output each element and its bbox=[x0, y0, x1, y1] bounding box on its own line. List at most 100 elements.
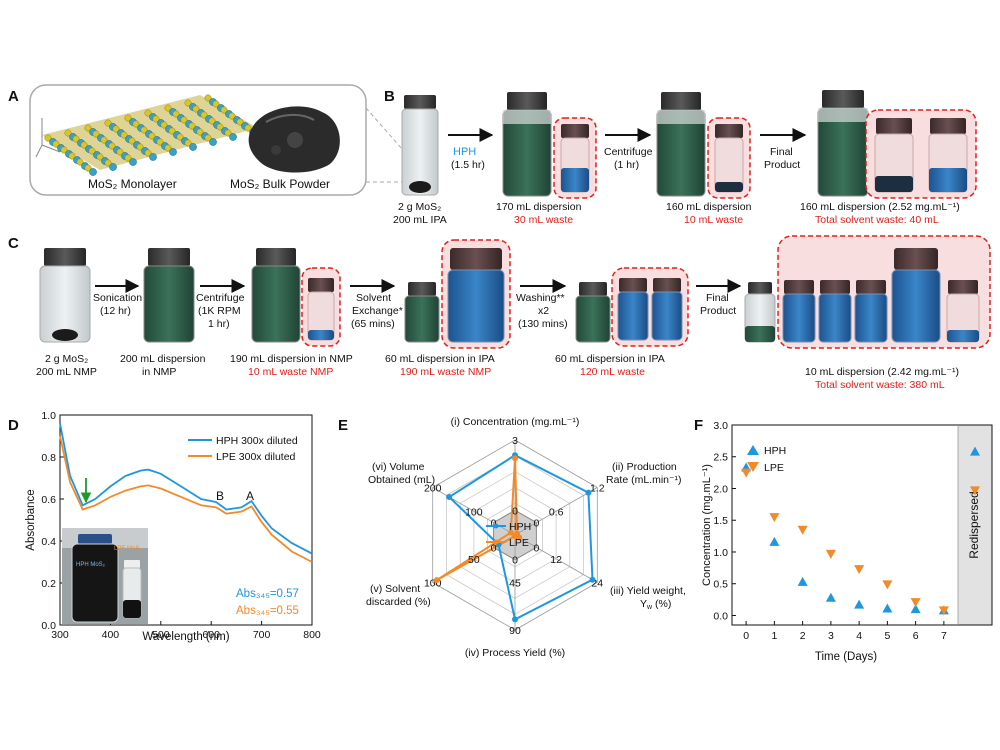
b-final-waste: Total solvent waste: 40 mL bbox=[815, 214, 939, 226]
sulfur-atom bbox=[168, 127, 176, 135]
waste-vial-b2 bbox=[714, 124, 744, 193]
c-w4: 120 mL waste bbox=[580, 366, 645, 378]
lpe-data-point bbox=[825, 549, 836, 559]
b-step3-line1: Final bbox=[770, 146, 793, 158]
stability-legend-hph-label: HPH bbox=[764, 445, 786, 457]
waste-vial-c6 bbox=[818, 280, 852, 343]
sulfur-atom bbox=[204, 134, 212, 142]
molybdenum-atom bbox=[169, 148, 177, 156]
b-step3-line2: Product bbox=[764, 159, 800, 171]
y-tick-label: 3.0 bbox=[713, 420, 728, 432]
waste-vial-c4 bbox=[651, 278, 683, 341]
molybdenum-atom bbox=[209, 138, 217, 146]
sulfur-atom bbox=[132, 120, 140, 128]
hph-data-point bbox=[910, 604, 921, 614]
waste-vial-c3 bbox=[617, 278, 649, 341]
redispersed-label: Redispersed bbox=[967, 491, 981, 558]
sulfur-atom bbox=[76, 158, 84, 166]
radar-tick-label: 24 bbox=[591, 578, 603, 590]
mos2-monolayer-image bbox=[35, 94, 258, 176]
sulfur-atom bbox=[160, 121, 168, 129]
bulk-powder-label: MoS₂ Bulk Powder bbox=[230, 177, 330, 191]
waste-vial-c8 bbox=[891, 248, 941, 343]
c-s4-line2: x2 bbox=[538, 305, 549, 317]
radar-axis-5-label-line2: discarded (%) bbox=[366, 596, 431, 608]
c-r2: 190 mL dispersion in NMP bbox=[230, 353, 353, 365]
sulfur-atom bbox=[216, 123, 224, 131]
sulfur-atom bbox=[184, 139, 192, 147]
lpe-radar-point bbox=[433, 577, 440, 584]
vial-c-step1 bbox=[143, 248, 195, 343]
legend-lpe-triangle bbox=[747, 462, 759, 472]
hph-absorbance-line bbox=[59, 423, 313, 555]
lpe-data-point bbox=[769, 513, 780, 523]
lpe-data-point bbox=[882, 580, 893, 590]
y-tick-label: 1.0 bbox=[41, 410, 56, 422]
y-tick-label: 2.0 bbox=[713, 483, 728, 495]
hph-data-point bbox=[797, 576, 808, 586]
radar-spoke bbox=[514, 487, 598, 536]
sulfur-atom bbox=[124, 114, 132, 122]
lpe-data-point bbox=[797, 525, 808, 535]
lpe-radar-point bbox=[507, 529, 514, 536]
legend-lpe-label: LPE 300x diluted bbox=[216, 451, 296, 463]
lpe-data-point bbox=[910, 598, 921, 608]
y-tick-label: 1.0 bbox=[713, 547, 728, 559]
radar-legend-lpe-label: LPE bbox=[509, 537, 529, 549]
peak-label-a: A bbox=[246, 489, 254, 503]
b-start-line2: 200 mL IPA bbox=[393, 214, 447, 226]
absorbance-x-label: Wavelength (nm) bbox=[142, 631, 229, 643]
sulfur-atom bbox=[72, 135, 80, 143]
c-s3-line1: Solvent bbox=[356, 292, 391, 304]
sulfur-atom bbox=[64, 129, 72, 137]
sulfur-atom bbox=[188, 122, 196, 130]
c-s2-line3: 1 hr) bbox=[208, 318, 230, 330]
sulfur-atom bbox=[164, 144, 172, 152]
photo-label-hph: HPH MoS₂ bbox=[76, 562, 106, 568]
c-s5-line2: Product bbox=[700, 305, 736, 317]
molybdenum-atom bbox=[89, 168, 97, 176]
waste-vial-b1 bbox=[560, 124, 590, 193]
hph-radar-point bbox=[512, 616, 518, 623]
stability-y-label: Concentration (mg.mL⁻¹) bbox=[701, 464, 713, 586]
x-tick-label: 1 bbox=[771, 630, 777, 642]
b-step2-result: 160 mL dispersion bbox=[666, 201, 752, 213]
hph-data-point bbox=[825, 592, 836, 602]
b-step2-name: Centrifuge bbox=[604, 146, 653, 158]
waste-vial-c1 bbox=[307, 278, 335, 341]
stability-legend-lpe-label: LPE bbox=[764, 462, 784, 474]
sulfur-atom bbox=[88, 147, 96, 155]
radar-tick-label: 12 bbox=[550, 554, 562, 566]
c-w2: 10 mL waste NMP bbox=[248, 366, 333, 378]
panel-label-b: B bbox=[384, 88, 395, 105]
sulfur-atom bbox=[184, 99, 192, 107]
radar-tick-label: 0 bbox=[533, 518, 539, 530]
radar-tick-label: 50 bbox=[468, 554, 480, 566]
abs-hph-value: Abs₃₄₅=0.57 bbox=[236, 588, 299, 600]
lpe-data-point bbox=[741, 468, 752, 478]
sulfur-atom bbox=[60, 146, 68, 154]
c-s2-line1: Centrifuge bbox=[196, 292, 245, 304]
sulfur-atom bbox=[200, 111, 208, 119]
vial-b-step1 bbox=[502, 92, 552, 197]
sulfur-atom bbox=[112, 125, 120, 133]
waste-vial-c7 bbox=[854, 280, 888, 343]
sulfur-atom bbox=[80, 141, 88, 149]
legend-hph-triangle bbox=[747, 445, 759, 455]
x-tick-label: 3 bbox=[828, 630, 834, 642]
radar-axis-6-label-line1: (vi) Volume bbox=[372, 461, 425, 473]
radar-legend-hph-marker bbox=[493, 523, 499, 529]
sulfur-atom bbox=[152, 115, 160, 123]
c-start-line2: 200 mL NMP bbox=[36, 366, 97, 378]
radar-axis-2-label-line2: Rate (mL.min⁻¹) bbox=[606, 474, 682, 486]
c-s3-line2: Exchange* bbox=[352, 305, 403, 317]
radar-legend-hph-label: HPH bbox=[509, 521, 531, 533]
lpe-redispersed-point bbox=[970, 486, 980, 496]
y-tick-label: 0.0 bbox=[713, 610, 728, 622]
sulfur-atom bbox=[84, 164, 92, 172]
waste-vial-c9 bbox=[946, 280, 980, 343]
sulfur-atom bbox=[44, 134, 52, 142]
